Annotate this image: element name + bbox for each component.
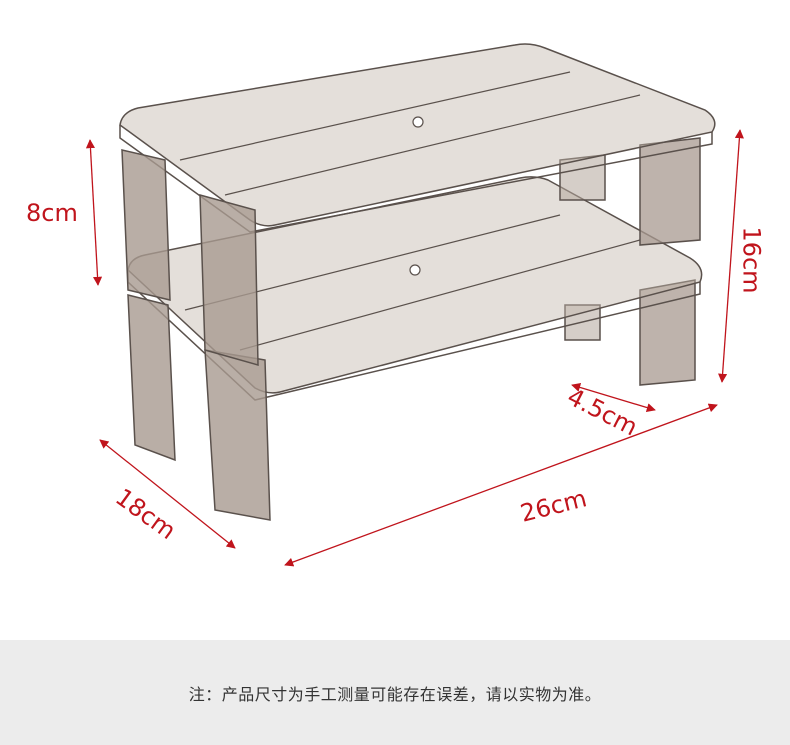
dim-line-16cm xyxy=(718,129,744,383)
dimension-label-8cm: 8cm xyxy=(26,199,78,227)
dim-line-26cm xyxy=(284,403,718,567)
dimension-label-16cm: 16cm xyxy=(737,226,766,294)
measurement-note-bar: 注：产品尺寸为手工测量可能存在误差，请以实物为准。 xyxy=(0,640,790,745)
measurement-note: 注：产品尺寸为手工测量可能存在误差，请以实物为准。 xyxy=(188,684,602,704)
dim-line-8cm xyxy=(85,139,103,286)
dim-line-18cm xyxy=(99,439,236,549)
shelf-illustration xyxy=(85,43,744,567)
product-image: 8cm 16cm 4.5cm 18cm 26cm xyxy=(26,43,766,567)
top-shelf xyxy=(119,43,716,366)
dimension-lines xyxy=(85,129,744,567)
